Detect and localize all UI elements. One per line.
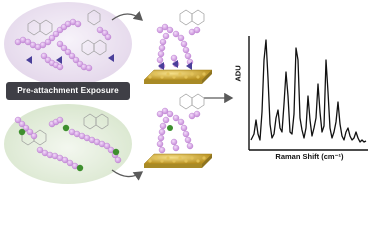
spectrum-x-axis-label: Raman Shift (cm⁻¹) [275, 152, 344, 161]
polymer-chain-top [14, 18, 112, 72]
bottom-substrate-assembly [143, 93, 213, 168]
top-substrate-assembly [143, 9, 213, 84]
green-tag-markers [18, 124, 120, 172]
spectrum-y-axis-label: ADU [233, 65, 243, 82]
pre-attachment-banner [6, 82, 130, 100]
spectrum-trace [250, 39, 367, 143]
arrow-top [111, 10, 143, 21]
diagram-canvas [4, 2, 368, 184]
arrow-bottom [111, 169, 144, 181]
raman-spectrum-plot [248, 36, 368, 151]
triangle-tag-markers [26, 54, 114, 64]
pre-attachment-label: Pre-attachment Exposure [17, 86, 119, 95]
bottom-exposure-panel [4, 104, 132, 184]
figure-scene: Pre-attachment Exposure ADU Raman Shift … [4, 2, 368, 184]
polymer-chain-bottom [14, 116, 122, 170]
process-arrows [111, 10, 234, 181]
top-exposure-panel [4, 2, 132, 86]
